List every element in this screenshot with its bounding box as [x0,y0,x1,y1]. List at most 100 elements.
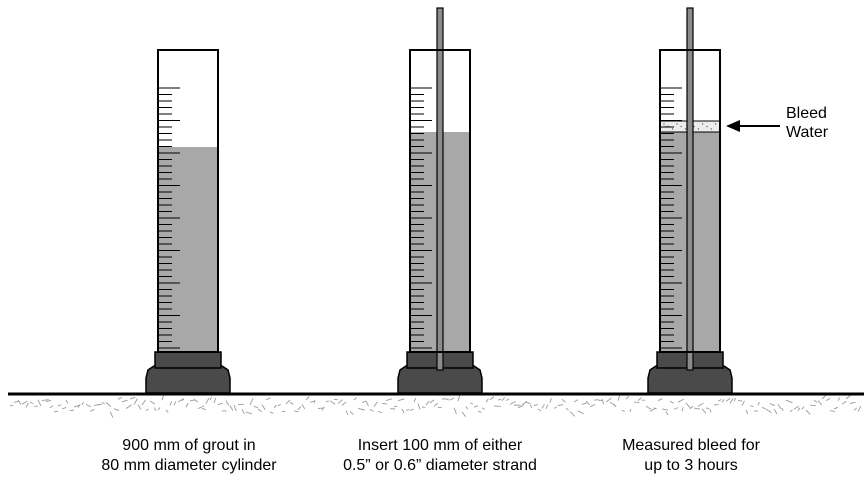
ground-hatch-mark [469,402,474,405]
ground-hatch-mark [425,400,430,406]
ground-hatch-mark [41,399,49,402]
ground-hatch-mark [369,408,374,412]
caption-step-3: Measured bleed for up to 3 hours [561,436,821,476]
ground-hatch-mark [177,398,184,403]
caption-step-2-line-2: 0.5” or 0.6” diameter strand [343,457,537,474]
ground-hatch-mark [545,404,549,409]
ground-hatch-mark [617,394,621,401]
ground-hatch-mark [465,406,468,410]
ground-hatch-mark [157,407,161,411]
ground-hatch-mark [165,409,169,413]
caption-step-3-line-2: up to 3 hours [644,457,738,474]
ground-hatch-mark [489,396,495,401]
ground-hatch-mark [317,407,324,410]
ground-hatch-mark [329,400,336,405]
ground-hatch-mark [781,408,784,412]
ground-hatch-mark [297,406,302,411]
ground-hatch-mark [777,403,782,410]
ground-hatch-mark [145,408,149,412]
ground-hatch-mark [837,397,841,401]
ground-hatch-mark [549,397,552,403]
ground-hatch-mark [729,398,734,404]
ground-hatch-mark [517,405,524,409]
ground-hatch-mark [637,397,643,401]
ground-hatch-mark [89,408,95,412]
ground-hatch-mark [313,400,316,404]
ground-hatch-mark [77,404,81,408]
ground-hatch-mark [769,403,776,407]
ground-hatch-mark [53,410,58,413]
ground-hatch-mark [149,400,156,405]
ground-hatch-mark [105,402,112,407]
ground-hatch-mark [417,403,421,410]
ground-hatch-mark [553,406,558,409]
ground-hatch-mark [709,409,712,413]
ground-hatch-mark [61,406,67,410]
ground-hatch-mark [593,399,599,401]
ground-hatch-mark [809,404,816,407]
ground-hatch-mark [305,396,310,401]
ground-texture [9,394,862,418]
ground-hatch-mark [121,399,128,403]
ground-hatch-mark [225,400,230,406]
ground-hatch-mark [829,410,836,412]
cylinder-foot [154,351,222,369]
ground-hatch-mark [405,409,410,411]
cylinder-tube [659,49,721,353]
bleed-water-speck [663,123,665,125]
ground-hatch-mark [841,400,847,405]
ground-hatch-mark [357,407,365,411]
bleed-water-speck [693,125,695,128]
ground-hatch-mark [49,405,54,409]
ground [8,392,864,418]
ground-hatch-mark [629,408,632,413]
ground-hatch-mark [277,404,281,407]
ground-hatch-mark [613,403,617,408]
ground-hatch-mark [677,398,685,403]
ground-hatch-mark [573,399,579,403]
ground-hatch-mark [125,404,132,409]
ground-hatch-mark [693,407,701,410]
ground-hatch-mark [109,411,114,418]
ground-hatch-mark [273,404,277,409]
ground-hatch-mark [25,402,29,408]
ground-hatch-mark [409,408,414,411]
ground-hatch-mark [473,405,479,408]
ground-hatch-mark [113,408,120,412]
ground-hatch-mark [385,398,393,402]
bleed-water-speck [671,128,674,130]
ground-hatch-mark [201,407,206,411]
ground-hatch-mark [9,404,14,407]
ground-hatch-mark [449,397,455,401]
ground-hatch-mark [269,411,274,414]
ground-hatch-mark [773,408,778,415]
ground-hatch-mark [793,405,799,410]
ground-hatch-mark [285,399,291,405]
ground-hatch-mark [393,405,398,408]
ground-hatch-mark [141,399,146,406]
cylinder-base [647,365,733,394]
ground-hatch-mark [721,399,725,403]
ground-hatch-mark [497,398,502,401]
ground-hatch-mark [533,404,538,406]
ground-hatch-mark [697,402,704,407]
cylinder-tube [409,49,471,353]
ground-hatch-mark [765,408,772,414]
ground-hatch-mark [265,397,271,401]
ground-hatch-mark [293,410,299,413]
ground-hatch-mark [301,404,306,410]
cylinder-with-strand [397,7,483,394]
ground-hatch-mark [245,411,253,415]
ground-hatch-mark [337,399,343,404]
ground-hatch-mark [377,411,383,414]
ground-hatch-mark [853,407,857,411]
ground-hatch-mark [701,408,707,414]
bleed-label-line-2: Water [786,124,829,141]
ground-hatch-mark [241,408,245,415]
ground-hatch-mark [233,404,237,412]
cylinder-base [397,365,483,394]
ground-hatch-mark [625,395,630,400]
ground-hatch-mark [161,395,165,401]
ground-hatch-mark [713,403,719,406]
